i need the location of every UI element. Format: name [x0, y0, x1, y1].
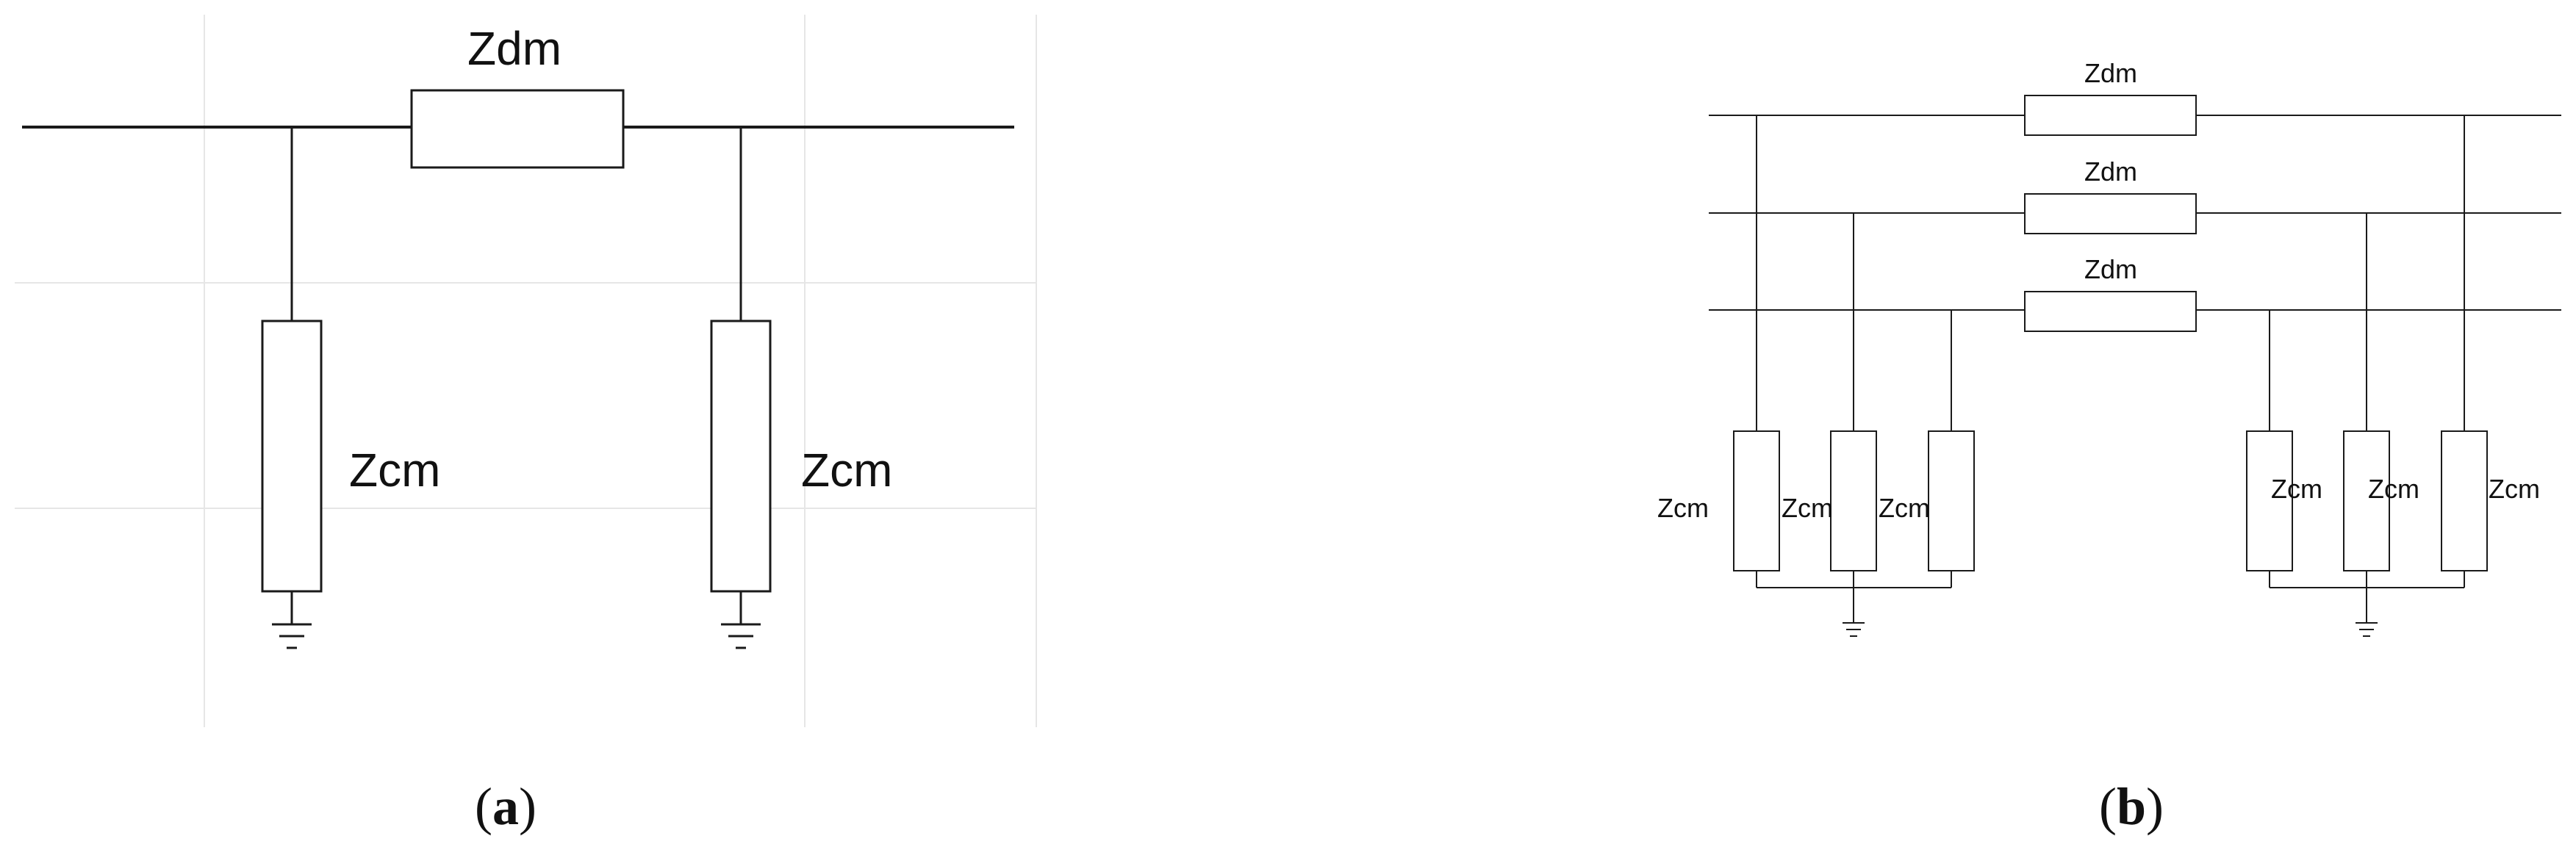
panel-b-series-impedance-1	[2024, 95, 2197, 136]
panel-b-series-label-1: Zdm	[2084, 58, 2137, 88]
panel-b-shunt-impedance-left-3	[1928, 430, 1975, 571]
panel-a-shunt-label-right: Zcm	[801, 444, 892, 497]
panel-a-shunt-label-left: Zcm	[349, 444, 440, 497]
panel-b-caption: (b)	[2099, 777, 2164, 836]
panel-a-shunt-impedance-right	[710, 320, 772, 593]
panel-a-shunt-right: Zcm	[710, 127, 892, 649]
panel-a-grid	[15, 15, 1037, 727]
ground-icon	[1843, 622, 1865, 637]
panel-b-series-label-2: Zdm	[2084, 156, 2137, 187]
panel-b-shunt-label-right-3: Zcm	[2489, 474, 2540, 504]
panel-b-shunt-impedance-left-1	[1733, 430, 1780, 571]
panel-b-shunt-impedance-right-1	[2246, 430, 2293, 571]
ground-icon	[721, 623, 761, 649]
panel-b: Zdm Zdm Zdm	[1657, 58, 2561, 836]
panel-b-shunt-label-right-2: Zcm	[2368, 474, 2419, 504]
panel-b-series-impedance-2	[2024, 193, 2197, 234]
panel-b-shunt-impedance-left-2	[1830, 430, 1877, 571]
panel-b-series-label-3: Zdm	[2084, 254, 2137, 284]
panel-a: Zdm Zcm Zcm (a)	[15, 15, 1037, 836]
panel-b-shunt-label-left-2: Zcm	[1782, 493, 1833, 523]
ground-icon	[2356, 622, 2378, 637]
panel-b-shunt-label-right-1: Zcm	[2271, 474, 2322, 504]
panel-a-series-impedance	[410, 89, 625, 169]
panel-a-shunt-impedance-left	[261, 320, 323, 593]
panel-b-series-impedance-3	[2024, 291, 2197, 332]
panel-a-shunt-left: Zcm	[261, 127, 440, 649]
panel-b-shunt-impedance-right-3	[2441, 430, 2488, 571]
panel-b-shunt-label-left-3: Zcm	[1879, 493, 1930, 523]
panel-a-caption: (a)	[475, 777, 537, 836]
panel-b-shunt-label-left-1: Zcm	[1657, 493, 1709, 523]
ground-icon	[272, 623, 312, 649]
panel-a-series-label: Zdm	[467, 22, 562, 75]
